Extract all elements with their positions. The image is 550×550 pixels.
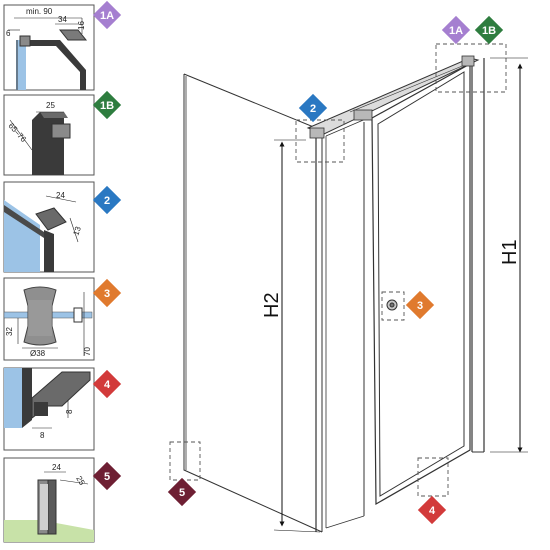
detail-4: 8 8 — [3, 367, 95, 451]
main-shower-drawing — [183, 55, 485, 533]
svg-text:3: 3 — [104, 288, 110, 300]
highlight-5 — [169, 441, 201, 481]
svg-text:4: 4 — [429, 505, 436, 517]
detail-1b: 25 65–76 — [3, 94, 95, 176]
svg-text:1B: 1B — [100, 100, 114, 112]
svg-text:5: 5 — [179, 487, 185, 499]
highlight-2 — [295, 119, 345, 163]
badge-5-side: 5 — [92, 461, 122, 491]
detail-3: 32 Ø38 70 — [3, 277, 95, 361]
dim-24: 24 — [56, 191, 65, 200]
highlight-4 — [417, 457, 449, 497]
dim-13: 13 — [71, 225, 83, 237]
dim-o38: Ø38 — [30, 349, 46, 358]
dim-34: 34 — [58, 15, 67, 24]
dim-25: 25 — [46, 101, 55, 110]
badge-4-main: 4 — [417, 495, 447, 525]
badge-1a-side: 1A — [92, 0, 122, 30]
dim-16: 16 — [77, 21, 86, 30]
detail-5: 24 25 — [3, 457, 95, 543]
detail-1a: min. 90 34 16 6 — [3, 4, 95, 91]
dim-min90: min. 90 — [26, 7, 53, 16]
badge-3-side: 3 — [92, 278, 122, 308]
svg-text:4: 4 — [104, 379, 111, 391]
glass-panel — [16, 40, 26, 90]
svg-text:1B: 1B — [482, 25, 496, 37]
h2-label: H2 — [261, 292, 283, 318]
dim-70: 70 — [83, 347, 92, 356]
h1-label: H1 — [499, 239, 521, 265]
badge-1b-side: 1B — [92, 90, 122, 120]
badge-2-side: 2 — [92, 185, 122, 215]
svg-text:2: 2 — [104, 195, 110, 207]
svg-text:5: 5 — [104, 471, 110, 483]
highlight-3 — [381, 291, 405, 321]
highlight-1 — [435, 43, 507, 93]
badge-1b-main: 1B — [474, 15, 504, 45]
highlight-boxes — [169, 43, 507, 497]
dimension-h2: H2 — [261, 139, 321, 533]
profile-bar — [26, 40, 86, 90]
dim-32: 32 — [5, 327, 14, 336]
badge-1a-main: 1A — [441, 15, 471, 45]
badge-5-main: 5 — [167, 477, 197, 507]
dim-8a: 8 — [40, 431, 45, 440]
dim-6: 6 — [6, 29, 11, 38]
svg-text:3: 3 — [417, 300, 423, 312]
badge-3-main: 3 — [405, 290, 435, 320]
badge-4-side: 4 — [92, 369, 122, 399]
dim-8b: 8 — [65, 409, 74, 414]
dimension-h1: H1 — [490, 57, 528, 453]
badge-2-main: 2 — [298, 93, 328, 123]
dim-24: 24 — [52, 463, 61, 472]
svg-text:1A: 1A — [100, 10, 114, 22]
detail-2: 24 13 — [3, 181, 95, 273]
svg-text:1A: 1A — [449, 25, 463, 37]
svg-text:2: 2 — [310, 103, 316, 115]
